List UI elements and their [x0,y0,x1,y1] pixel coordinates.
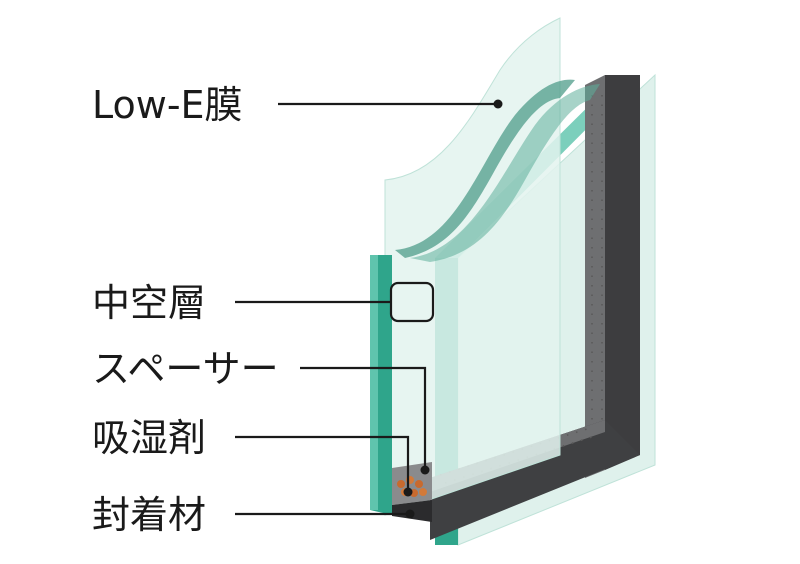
front-glass-edge-highlight [370,255,378,510]
desiccant-pellet [419,488,427,496]
leader-spacer-dot [420,465,430,475]
callout-labels: Low-E膜 中空層 スペーサー 吸湿剤 封着材 [92,83,279,537]
low-e-film-shadow [410,84,600,262]
desiccant-pellet [397,480,405,488]
leader-spacer [300,366,427,468]
frame-horizontal-bar [430,420,640,540]
front-glass-pane [370,17,561,516]
label-air-layer: 中空層 [92,281,206,325]
spacer-perforations [439,95,603,484]
leader-desiccant [235,435,410,490]
front-glass-face [384,17,561,516]
frame-vertical-bar [605,75,640,470]
leader-lines [235,99,503,519]
label-desiccant: 吸湿剤 [92,416,206,460]
low-e-film [395,79,575,258]
leader-low-e-dot [493,99,503,109]
label-spacer: スペーサー [92,347,279,391]
frame-vertical-inner [585,75,605,478]
leader-sealant-dot [405,509,415,519]
desiccant-pellet [415,480,423,488]
label-low-e: Low-E膜 [92,83,243,127]
leader-desiccant-dot [403,487,413,497]
label-sealant: 封着材 [92,493,206,537]
